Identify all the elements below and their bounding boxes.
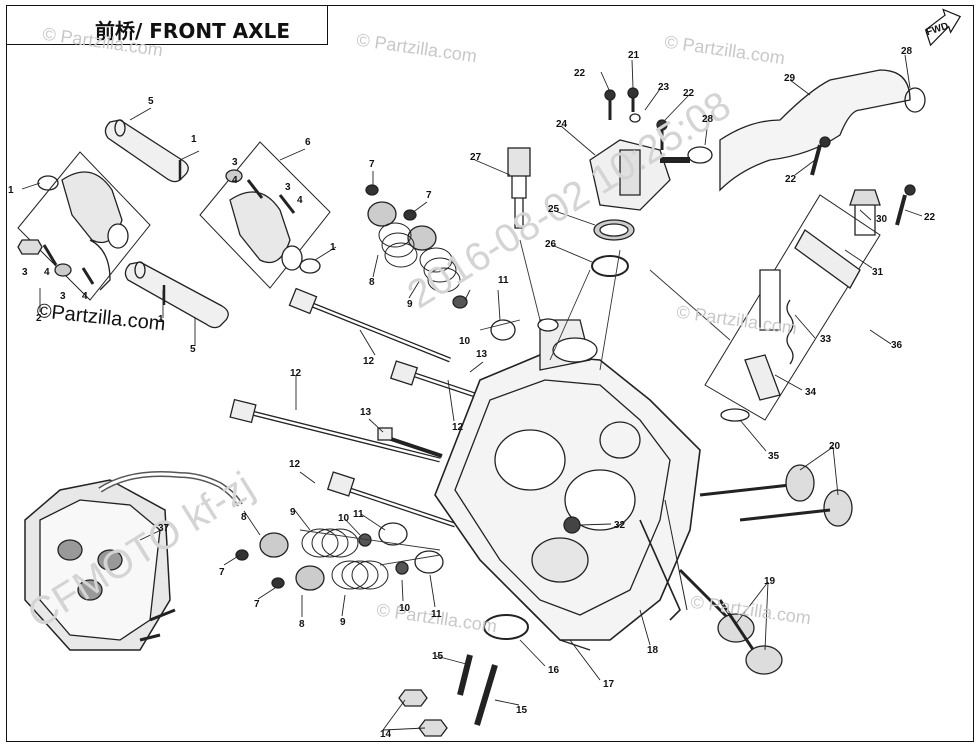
callout-number: 26 bbox=[545, 239, 557, 250]
callout-number: 7 bbox=[254, 599, 260, 610]
callout-number: 5 bbox=[148, 96, 154, 107]
callout-number: 11 bbox=[498, 275, 509, 286]
callout-number: 13 bbox=[360, 407, 372, 418]
callout-number: 10 bbox=[399, 603, 411, 614]
callout-number: 15 bbox=[516, 705, 528, 716]
callout-number: 22 bbox=[924, 212, 936, 223]
callout-number: 35 bbox=[768, 451, 780, 462]
callout-number: 14 bbox=[380, 729, 392, 740]
callout-number: 3 bbox=[60, 291, 66, 302]
callout-number: 8 bbox=[369, 277, 375, 288]
callout-number: 27 bbox=[470, 152, 482, 163]
callout-number: 6 bbox=[305, 137, 311, 148]
page-title: 前桥/ FRONT AXLE bbox=[95, 19, 290, 43]
callout-number: 24 bbox=[556, 119, 568, 130]
callout-number: 8 bbox=[299, 619, 305, 630]
callout-number: 10 bbox=[338, 513, 350, 524]
callout-number: 9 bbox=[290, 507, 296, 518]
callout-number: 4 bbox=[82, 291, 88, 302]
callout-number: 22 bbox=[785, 174, 797, 185]
callout-number: 13 bbox=[476, 349, 488, 360]
callout-number: 28 bbox=[702, 114, 714, 125]
callout-number: 7 bbox=[219, 567, 225, 578]
callout-number: 1 bbox=[8, 185, 14, 196]
callout-number: 1 bbox=[330, 242, 336, 253]
callout-number: 4 bbox=[297, 195, 303, 206]
callout-number: 37 bbox=[158, 523, 170, 534]
callout-number: 1 bbox=[191, 134, 197, 145]
callout-number: 18 bbox=[647, 645, 659, 656]
callout-number: 22 bbox=[574, 68, 586, 79]
callout-number: 28 bbox=[901, 46, 913, 57]
diagram-frame bbox=[6, 5, 974, 742]
callout-number: 3 bbox=[22, 267, 28, 278]
callout-number: 15 bbox=[432, 651, 444, 662]
callout-number: 12 bbox=[363, 356, 375, 367]
callout-number: 17 bbox=[603, 679, 615, 690]
callout-number: 10 bbox=[459, 336, 471, 347]
callout-number: 36 bbox=[891, 340, 903, 351]
callout-number: 22 bbox=[683, 88, 695, 99]
callout-number: 16 bbox=[548, 665, 560, 676]
callout-number: 19 bbox=[764, 576, 776, 587]
callout-number: 8 bbox=[241, 512, 247, 523]
callout-number: 33 bbox=[820, 334, 832, 345]
callout-number: 7 bbox=[369, 159, 375, 170]
callout-number: 9 bbox=[407, 299, 413, 310]
callout-number: 32 bbox=[614, 520, 626, 531]
callout-number: 31 bbox=[872, 267, 884, 278]
callout-number: 11 bbox=[353, 509, 364, 520]
callout-number: 2 bbox=[36, 313, 42, 324]
callout-number: 12 bbox=[289, 459, 301, 470]
callout-number: 20 bbox=[829, 441, 841, 452]
callout-number: 11 bbox=[431, 609, 442, 620]
fwd-arrow-icon bbox=[924, 8, 962, 47]
callout-number: 3 bbox=[285, 182, 291, 193]
callout-number: 30 bbox=[876, 214, 888, 225]
callout-number: 12 bbox=[290, 368, 302, 379]
callout-number: 5 bbox=[190, 344, 196, 355]
callout-number: 34 bbox=[805, 387, 817, 398]
callout-number: 1 bbox=[158, 314, 164, 325]
callout-number: 4 bbox=[232, 175, 238, 186]
callout-number: 21 bbox=[628, 50, 640, 61]
callout-number: 7 bbox=[426, 190, 432, 201]
callout-number: 12 bbox=[452, 422, 464, 433]
title-box: 前桥/ FRONT AXLE bbox=[6, 5, 328, 45]
callout-number: 4 bbox=[44, 267, 50, 278]
callout-number: 9 bbox=[340, 617, 346, 628]
callout-number: 3 bbox=[232, 157, 238, 168]
callout-number: 25 bbox=[548, 204, 560, 215]
callout-number: 29 bbox=[784, 73, 796, 84]
callout-number: 23 bbox=[658, 82, 670, 93]
